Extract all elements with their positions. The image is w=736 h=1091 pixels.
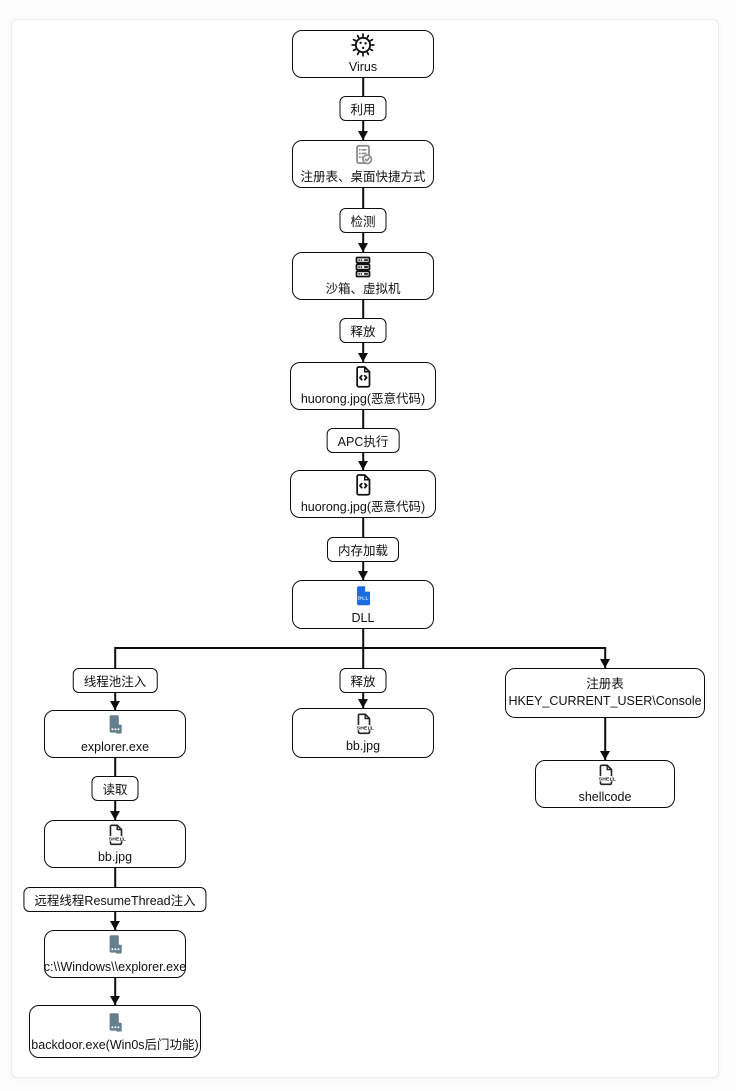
node-shellcode: SHELL shellcode	[535, 760, 675, 808]
node-label: 注册表、桌面快捷方式	[300, 170, 426, 185]
arrowhead-icon	[358, 353, 368, 362]
node-label: backdoor.exe(Win0s后门功能)	[31, 1037, 199, 1052]
node-label-line1: 注册表	[586, 677, 624, 692]
node-huorong-jpg-1: huorong.jpg(恶意代码)	[290, 362, 436, 410]
edge-label-liyong: 利用	[339, 96, 387, 121]
edge-label-neicun: 内存加载	[326, 537, 400, 562]
edge-label-threadpool: 线程池注入	[72, 668, 158, 693]
arrowhead-icon	[358, 699, 368, 708]
connector-line	[604, 718, 606, 760]
node-huorong-jpg-2: huorong.jpg(恶意代码)	[290, 470, 436, 518]
node-explorer-exe: explorer.exe	[44, 710, 186, 758]
exe-file-icon	[102, 712, 128, 738]
arrowhead-icon	[110, 811, 120, 820]
node-label: 沙箱、虚拟机	[325, 282, 401, 297]
node-sandbox-vm: 沙箱、虚拟机	[292, 252, 434, 300]
server-icon	[350, 254, 376, 280]
connector-line	[114, 978, 116, 1005]
edge-label-duqu: 读取	[91, 776, 139, 801]
edge-label-shifang: 释放	[339, 318, 387, 343]
arrowhead-icon	[110, 996, 120, 1005]
node-bb-jpg-left: SHELL bb.jpg	[44, 820, 186, 868]
svg-text:SHELL: SHELL	[599, 776, 616, 782]
node-dll: DLL DLL	[292, 580, 434, 629]
node-label: DLL	[351, 610, 375, 625]
exe-file-icon	[102, 1010, 128, 1036]
node-virus: Virus	[292, 30, 434, 78]
edge-label-apc: APC执行	[326, 428, 400, 453]
svg-text:SHELL: SHELL	[357, 725, 374, 731]
node-backdoor-exe: backdoor.exe(Win0s后门功能)	[29, 1005, 201, 1058]
node-label: shellcode	[578, 790, 632, 805]
svg-text:SHELL: SHELL	[109, 836, 126, 842]
edge-label-jiance: 检测	[339, 208, 387, 233]
code-file-icon	[350, 472, 376, 498]
virus-icon	[350, 32, 376, 58]
node-label: c:\\Windows\\explorer.exe	[43, 960, 187, 975]
node-label: bb.jpg	[97, 850, 133, 865]
connector-line	[362, 629, 364, 648]
checklist-icon	[350, 142, 376, 168]
arrowhead-icon	[110, 921, 120, 930]
svg-text:DLL: DLL	[358, 595, 369, 601]
node-label: Virus	[348, 60, 378, 75]
edge-label-resumethread: 远程线程ResumeThread注入	[23, 887, 207, 912]
exe-file-icon	[102, 932, 128, 958]
branch-line	[115, 647, 605, 649]
node-label: explorer.exe	[80, 740, 150, 755]
node-registry-console: 注册表 HKEY_CURRENT_USER\Console	[505, 668, 705, 718]
arrowhead-icon	[358, 131, 368, 140]
node-windows-explorer-exe: c:\\Windows\\explorer.exe	[44, 930, 186, 978]
code-file-icon	[350, 364, 376, 390]
shell-file-icon: SHELL	[350, 711, 376, 737]
node-label-line2: HKEY_CURRENT_USER\Console	[508, 694, 702, 708]
shell-file-icon: SHELL	[592, 762, 618, 788]
arrowhead-icon	[600, 659, 610, 668]
node-label: huorong.jpg(恶意代码)	[300, 500, 426, 515]
arrowhead-icon	[110, 701, 120, 710]
node-registry-shortcut: 注册表、桌面快捷方式	[292, 140, 434, 188]
connector-line	[604, 647, 606, 668]
shell-file-icon: SHELL	[102, 822, 128, 848]
arrowhead-icon	[358, 571, 368, 580]
arrowhead-icon	[358, 461, 368, 470]
dll-file-icon: DLL	[350, 583, 376, 609]
edge-label-shifang-mid: 释放	[339, 668, 387, 693]
node-label: bb.jpg	[345, 739, 381, 754]
node-label: huorong.jpg(恶意代码)	[300, 392, 426, 407]
arrowhead-icon	[358, 243, 368, 252]
arrowhead-icon	[600, 751, 610, 760]
node-bb-jpg-mid: SHELL bb.jpg	[292, 708, 434, 758]
